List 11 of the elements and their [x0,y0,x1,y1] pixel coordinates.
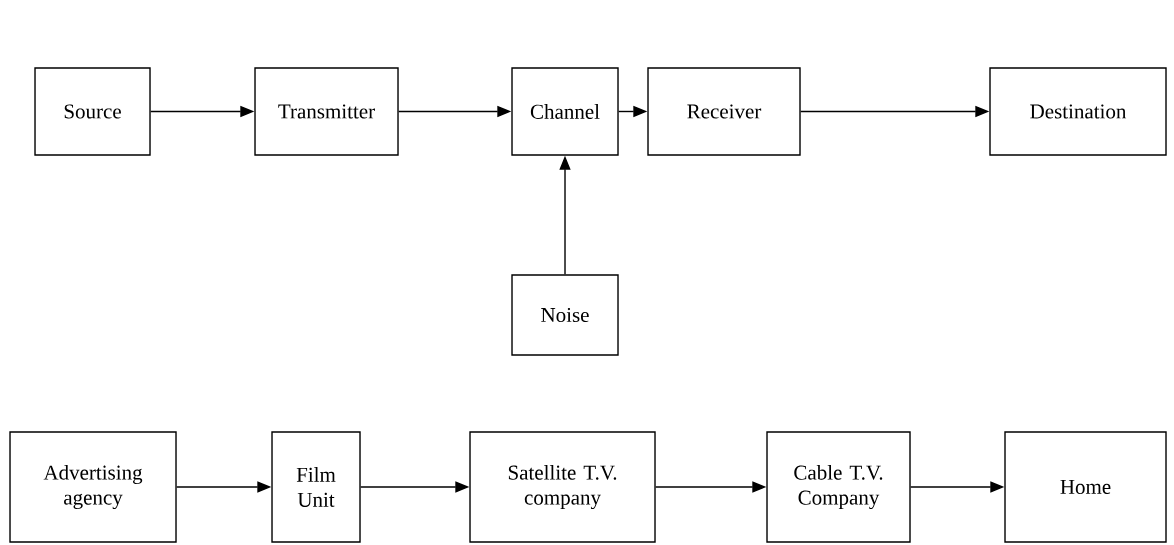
process-box: Cable T.V. Company [766,431,911,543]
process-box: Destination [989,67,1167,156]
process-box: Source [34,67,151,156]
process-box: Noise [511,274,619,356]
process-box: Satellite T.V. company [469,431,656,543]
process-box: Advertising agency [9,431,177,543]
process-box: Channel [511,67,619,156]
process-box: Transmitter [254,67,399,156]
process-box: Home [1004,431,1167,543]
process-box: Film Unit [271,431,361,543]
process-box: Receiver [647,67,801,156]
